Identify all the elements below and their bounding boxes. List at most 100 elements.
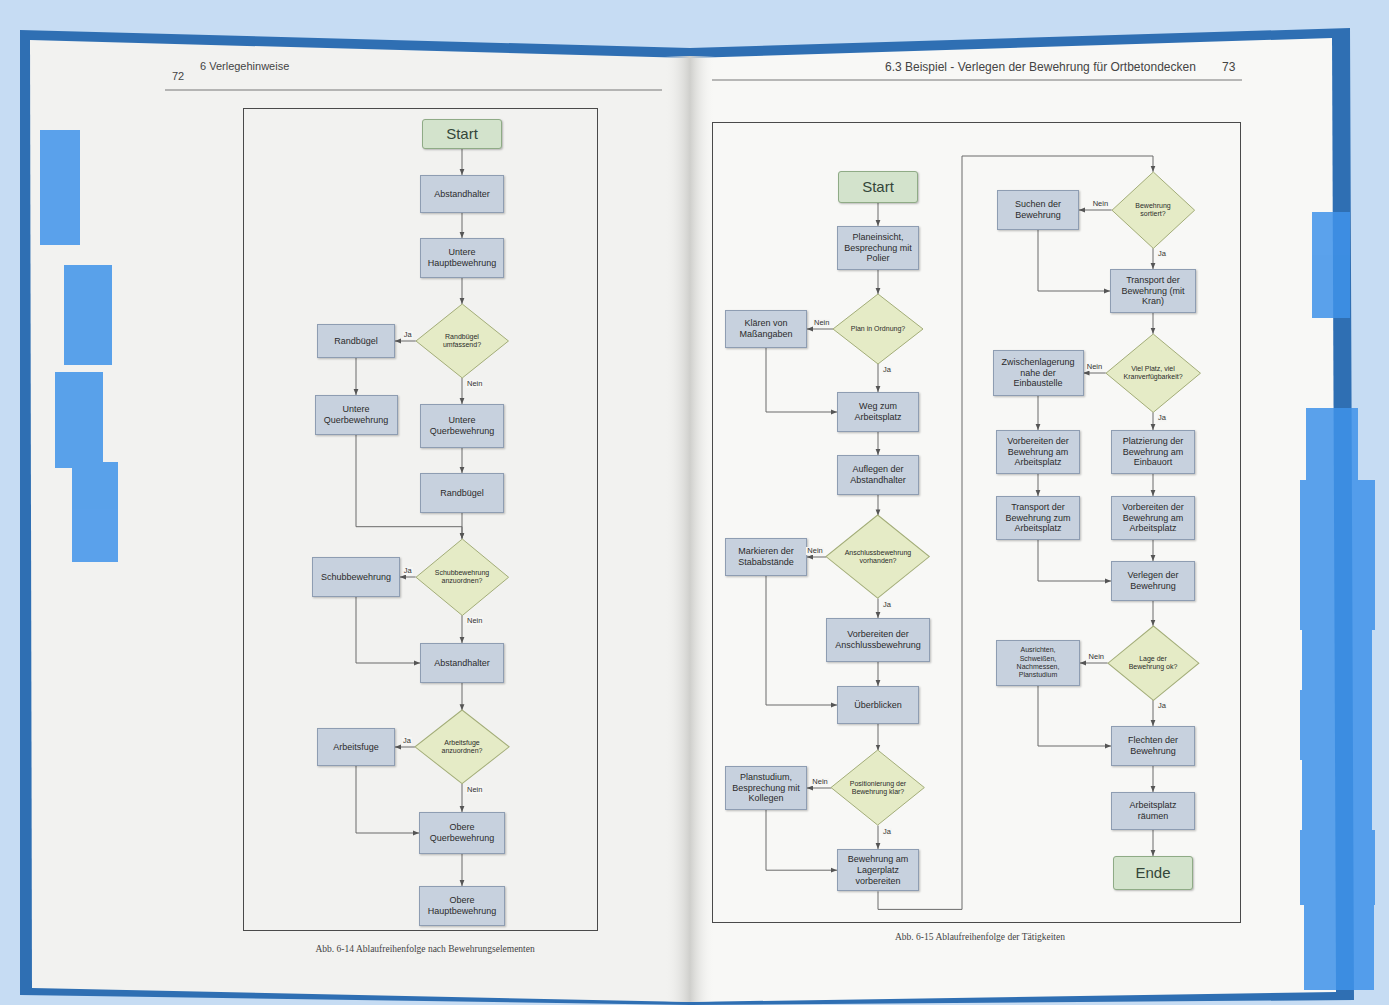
page-header: 6.3 Beispiel - Verlegen der Bewehrung fü… [885, 60, 1196, 74]
edge-label: Ja [403, 331, 413, 339]
edge-label: Ja [882, 366, 892, 374]
process-box: Arbeitsplatz räumen [1111, 792, 1195, 830]
edge-label: Nein [466, 617, 483, 625]
diamond-outline [415, 710, 509, 784]
connector [356, 358, 357, 395]
node-text: Untere Hauptbewehrung [427, 247, 497, 269]
connector [462, 149, 463, 175]
node-text: Start [845, 178, 911, 196]
terminal-box: Start [422, 119, 502, 149]
connector [1038, 396, 1039, 430]
process-box: Transport der Bewehrung (mit Kran) [1110, 269, 1196, 313]
node-text: Untere Querbewehrung [322, 404, 391, 426]
connector [462, 615, 463, 643]
node-text: Vorbereiten der Bewehrung am Arbeitsplat… [1003, 436, 1073, 468]
connector [395, 747, 415, 748]
text-wrap: Positionierung der Bewehrung klar? [849, 780, 907, 797]
sticky-tab [1302, 625, 1372, 695]
connector [462, 683, 463, 710]
text-wrap: Arbeitsfuge anzuordnen? [433, 739, 491, 756]
figure-frame [244, 109, 598, 931]
process-box: Klären von Maßangaben [725, 310, 807, 348]
node-text: Arbeitsplatz räumen [1118, 800, 1188, 822]
process-box: Arbeitsfuge [317, 728, 395, 766]
diamond-outline [1108, 626, 1199, 700]
node-text: Schubbewehrung anzuordnen? [433, 569, 491, 586]
connector [356, 597, 420, 663]
node-text: Arbeitsfuge anzuordnen? [433, 739, 491, 756]
connector [1038, 686, 1111, 746]
process-box: Abstandhalter [420, 175, 504, 213]
node-text: Viel Platz, viel Kranverfügbarkeit? [1123, 365, 1182, 382]
process-box: Auflegen der Abstandhalter [837, 455, 919, 495]
process-box: Markieren der Stababstände [725, 538, 807, 576]
text-wrap: Bewehrung sortiert? [1128, 202, 1178, 219]
terminal-box: Ende [1113, 856, 1193, 890]
connector [878, 662, 879, 686]
decision-diamond: Arbeitsfuge anzuordnen? [415, 710, 509, 784]
node-text: Platzierung der Bewehrung am Einbauort [1118, 436, 1188, 468]
node-text: Ende [1120, 864, 1186, 882]
diamond-outline [833, 294, 923, 364]
node-text: Zwischenlagerung nahe der Einbaustelle [1000, 357, 1077, 389]
book-cover [20, 28, 1354, 1005]
sticky-tab [40, 130, 80, 245]
edge-label: Nein [806, 547, 823, 555]
header-rule [165, 90, 662, 91]
diamond-outline [826, 515, 929, 598]
figure-frame [713, 123, 1241, 923]
connector [462, 784, 463, 812]
right-page [690, 38, 1336, 1002]
decision-diamond: Randbügel umfassend? [416, 304, 508, 378]
diamond-outline [1112, 172, 1195, 248]
connector [878, 724, 879, 751]
node-text: Start [429, 125, 495, 143]
process-box: Vorbereiten der Anschlussbewehrung [826, 618, 930, 662]
process-box: Planstudium, Besprechung mit Kollegen [725, 766, 807, 810]
connector [766, 810, 837, 870]
text-wrap: Anschlussbewehrung vorhanden? [844, 549, 911, 566]
process-box: Flechten der Bewehrung [1111, 726, 1195, 766]
decision-diamond: Bewehrung sortiert? [1112, 172, 1195, 248]
sticky-tab [1312, 212, 1350, 318]
node-text: Bewehrung sortiert? [1128, 202, 1178, 219]
node-text: Lage der Bewehrung ok? [1126, 655, 1181, 672]
node-text: Arbeitsfuge [324, 742, 388, 753]
connector [1153, 313, 1154, 334]
process-box: Untere Querbewehrung [420, 404, 504, 448]
connector [1153, 700, 1154, 726]
process-box: Bewehrung am Lagerplatz vorbereiten [837, 849, 919, 891]
connector [878, 826, 879, 850]
node-text: Randbügel [324, 336, 388, 347]
node-text: Randbügel [427, 488, 497, 499]
node-text: Ausrichten, Schweißen, Nachmessen, Plans… [1003, 646, 1073, 680]
process-box: Transport der Bewehrung zum Arbeitsplatz [996, 496, 1080, 540]
terminal-box: Start [838, 171, 918, 203]
connector [1038, 540, 1111, 581]
text-wrap: Lage der Bewehrung ok? [1126, 655, 1181, 672]
edge-label: Nein [1086, 363, 1103, 371]
process-box: Verlegen der Bewehrung [1111, 561, 1195, 601]
text-wrap: Viel Platz, viel Kranverfügbarkeit? [1123, 365, 1182, 382]
page-header: 6 Verlegehinweise [200, 60, 289, 72]
sticky-tabs [40, 130, 1375, 990]
connector [1153, 766, 1154, 792]
diamond-outline [416, 304, 508, 378]
node-text: Untere Querbewehrung [427, 415, 497, 437]
node-text: Abstandhalter [427, 189, 497, 200]
sticky-tab [1304, 900, 1374, 990]
node-text: Anschlussbewehrung vorhanden? [844, 549, 911, 566]
edge-label: Ja [1157, 250, 1167, 258]
sticky-tab [1300, 560, 1375, 630]
process-box: Vorbereiten der Bewehrung am Arbeitsplat… [1111, 496, 1195, 540]
process-box: Weg zum Arbeitsplatz [837, 392, 919, 432]
edge-label: Nein [1088, 653, 1105, 661]
gutter-shade [665, 56, 715, 1002]
connector [1153, 830, 1154, 856]
node-text: Suchen der Bewehrung [1004, 199, 1072, 221]
process-box: Abstandhalter [420, 643, 504, 683]
connector [807, 788, 831, 789]
connector [878, 364, 879, 392]
connector [462, 448, 463, 473]
